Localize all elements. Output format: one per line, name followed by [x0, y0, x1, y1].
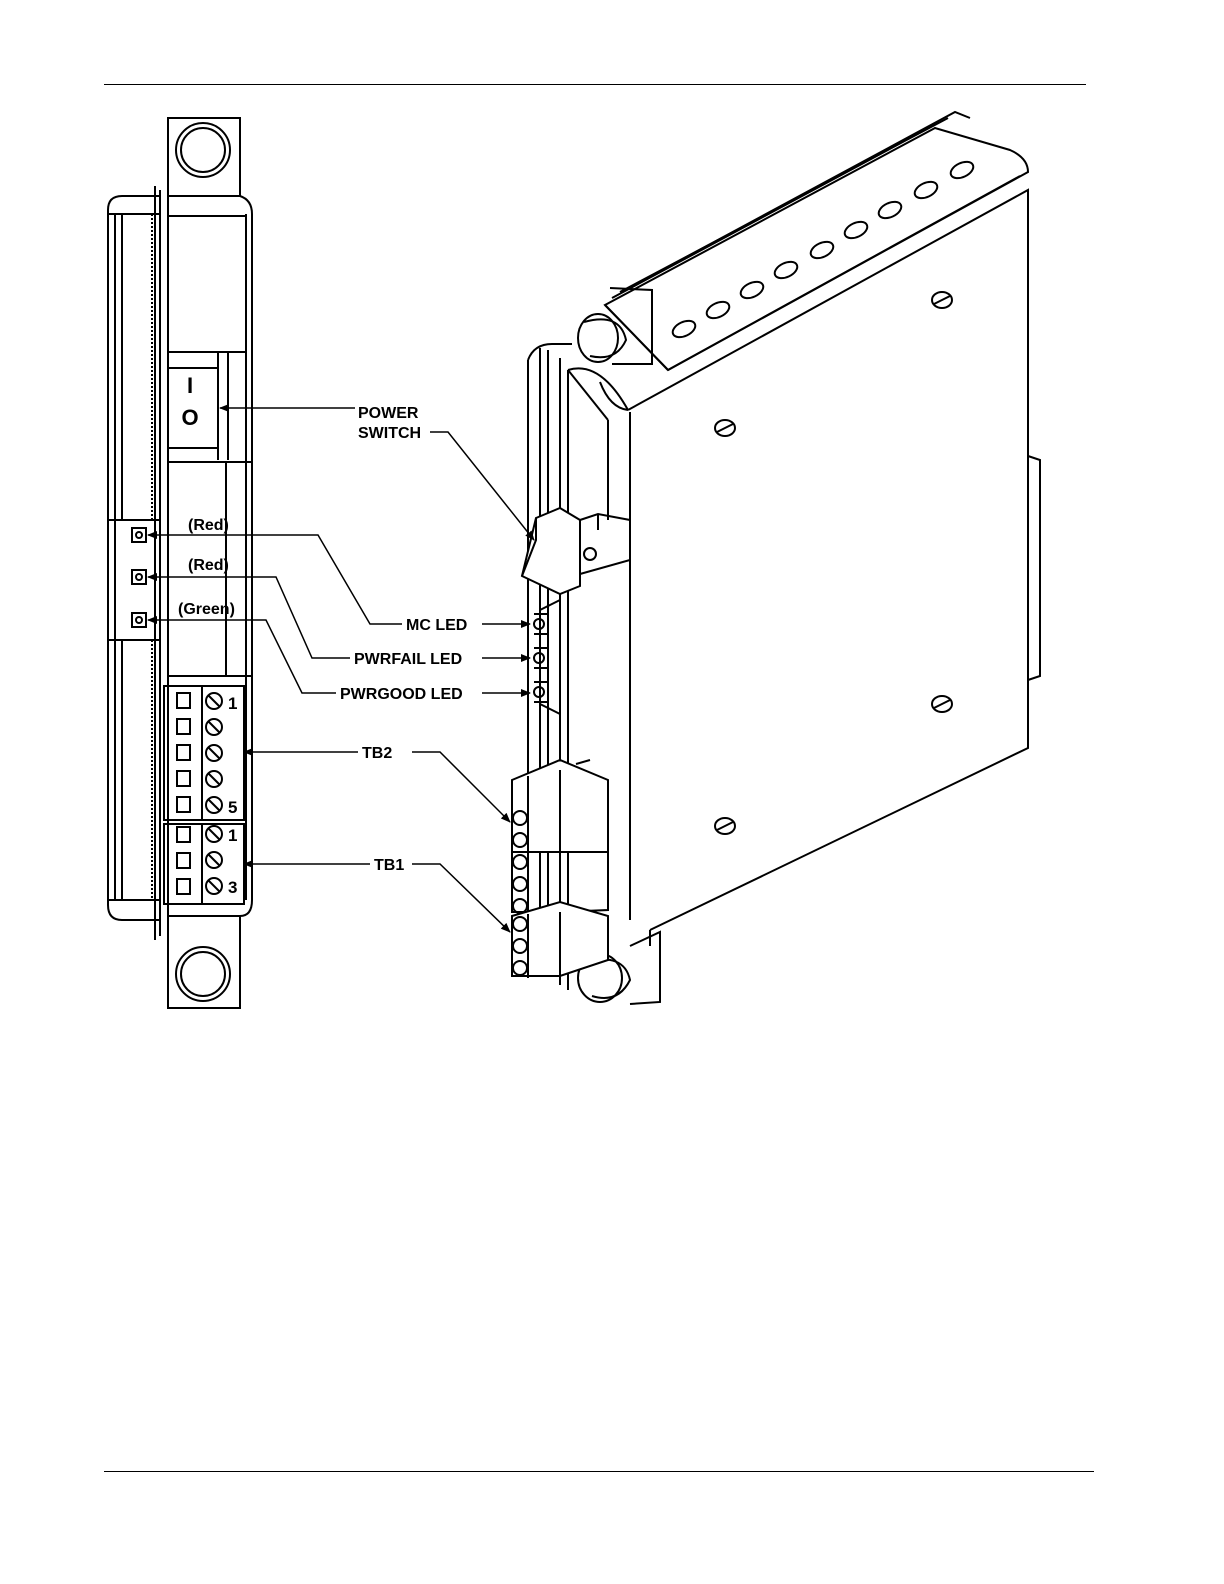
tb1-last-number: 3 — [228, 878, 237, 897]
tb1-label: TB1 — [374, 857, 404, 874]
power-switch-leader-iso — [430, 432, 534, 540]
mc-led-icon — [132, 528, 146, 542]
pwrfail-led-label: PWRFAIL LED — [354, 651, 462, 668]
pwrgood-led-color: (Green) — [178, 601, 235, 618]
tb2-label: TB2 — [362, 745, 392, 762]
tb1-first-number: 1 — [228, 826, 237, 845]
front-view: I O — [108, 118, 252, 1008]
mc-led-label: MC LED — [406, 617, 467, 634]
tb2-iso — [512, 760, 608, 916]
power-switch-iso — [522, 508, 630, 594]
power-switch-label-line1: POWER — [358, 405, 419, 422]
mc-led-color: (Red) — [188, 517, 229, 534]
tb2-leader-iso — [412, 752, 510, 822]
pwrfail-led-color: (Red) — [188, 557, 229, 574]
tb1-leader-iso — [412, 864, 510, 932]
switch-on-mark: I — [187, 373, 193, 398]
tb2-first-number: 1 — [228, 694, 237, 713]
pwrfail-led-icon — [132, 570, 146, 584]
isometric-view — [512, 112, 1040, 1004]
switch-off-mark: O — [181, 405, 198, 430]
tb2-last-number: 5 — [228, 798, 237, 817]
pwrgood-led-icon — [132, 613, 146, 627]
pwrgood-led-label: PWRGOOD LED — [340, 686, 463, 703]
power-switch-label-line2: SWITCH — [358, 425, 421, 442]
